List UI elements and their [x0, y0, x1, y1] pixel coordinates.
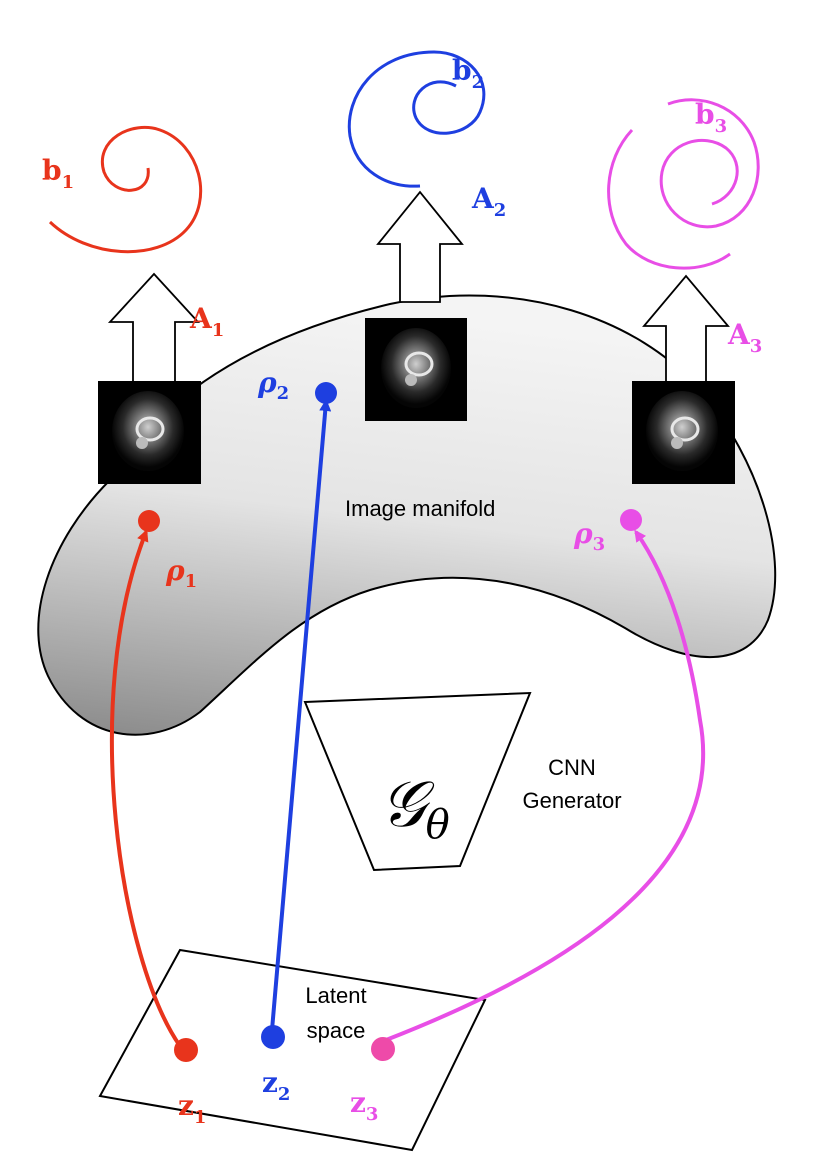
b1-label: b1 — [42, 154, 74, 193]
z1-label-base: z — [178, 1089, 194, 1122]
rho1-label-sub: 1 — [185, 571, 198, 592]
spiral-trajectory-icon — [48, 125, 203, 254]
rho2-label-sub: 2 — [277, 383, 290, 404]
z3-label-sub: 3 — [366, 1104, 379, 1125]
z1-label: z1 — [178, 1089, 206, 1128]
cnn-generator-shape — [303, 691, 532, 872]
A1-label: A1 — [189, 302, 224, 341]
z2-label: z2 — [262, 1066, 290, 1105]
latent-space-plane — [98, 948, 487, 1152]
mapping-curve-3 — [385, 529, 706, 1042]
z1-label-sub: 1 — [194, 1107, 207, 1128]
spiral-trajectory-icon — [607, 128, 731, 270]
rho1-label: ρ1 — [165, 554, 197, 592]
rho3-label-base: ρ — [573, 517, 593, 550]
spiral-trajectory-icon — [347, 50, 486, 188]
A1-label-base: A — [189, 302, 213, 335]
rho1-point — [138, 510, 160, 532]
b3-label-base: b — [695, 98, 715, 131]
z3-label-base: z — [350, 1086, 366, 1119]
z2-point — [261, 1025, 285, 1049]
rho3-label: ρ3 — [573, 517, 605, 555]
b3-label-sub: 3 — [715, 116, 728, 137]
cardiac-mri-thumbnail-icon — [365, 318, 467, 421]
manifold-label: Image manifold — [345, 496, 495, 521]
spiral-trajectory-icon — [659, 98, 760, 229]
A2-label: A2 — [471, 182, 506, 221]
z2-label-sub: 2 — [278, 1084, 291, 1105]
b3-label: b3 — [695, 98, 727, 137]
b2-label: b2 — [452, 54, 484, 93]
rho2-point — [315, 382, 337, 404]
latent-label-line1: Latent — [305, 983, 366, 1008]
z3-point — [371, 1037, 395, 1061]
A1-label-sub: 1 — [212, 320, 225, 341]
A2-label-sub: 2 — [494, 200, 507, 221]
image-manifold-shape — [37, 294, 777, 736]
forward-arrow-2 — [376, 190, 464, 303]
rho3-point — [620, 509, 642, 531]
b1-label-base: b — [42, 154, 62, 187]
forward-arrow-3 — [642, 274, 730, 383]
z2-label-base: z — [262, 1066, 278, 1099]
mapping-curve-1 — [109, 529, 182, 1048]
rho2-label-base: ρ — [257, 366, 277, 399]
A2-label-base: A — [471, 182, 495, 215]
rho2-label: ρ2 — [257, 366, 289, 404]
rho3-label-sub: 3 — [593, 534, 606, 555]
forward-arrow-1 — [107, 272, 201, 383]
b2-label-base: b — [452, 54, 472, 87]
generator-label-line1: CNN — [548, 755, 596, 780]
cardiac-mri-thumbnail-icon — [632, 381, 735, 484]
A3-label-sub: 3 — [750, 336, 763, 357]
cardiac-mri-thumbnail-icon — [98, 381, 201, 484]
rho1-label-base: ρ — [165, 554, 185, 587]
b1-label-sub: 1 — [62, 172, 75, 193]
generator-label-line2: Generator — [522, 788, 621, 813]
latent-label-line2: space — [307, 1018, 366, 1043]
A3-label-base: A — [727, 318, 751, 351]
mapping-curve-2 — [270, 399, 332, 1031]
b2-label-sub: 2 — [472, 72, 485, 93]
A3-label: A3 — [727, 318, 762, 357]
z3-label: z3 — [350, 1086, 378, 1125]
z1-point — [174, 1038, 198, 1062]
generator-symbol-sub: θ — [426, 802, 450, 848]
